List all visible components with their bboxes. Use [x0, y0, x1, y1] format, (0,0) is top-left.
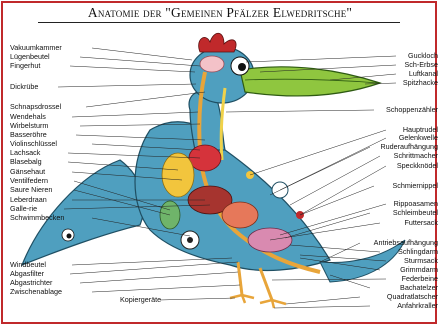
label-schnapsdrossel: Schnapsdrossel	[10, 103, 61, 111]
label-sch-erbse: Sch-Erbse	[404, 61, 438, 69]
label-spitzhacke: Spitzhacke	[403, 79, 438, 87]
wing-eye-pupil	[67, 234, 72, 239]
label-fingerhut: Fingerhut	[10, 62, 40, 70]
label-federbeine: Federbeine	[402, 275, 438, 283]
label-galle-rie: Galle-rie	[10, 205, 37, 213]
label-basseroehre: Basseröhre	[10, 131, 47, 139]
label-quadratlatscher: Quadratlatscher	[387, 293, 438, 301]
label-kopiergeraete: Kopiergeräte	[120, 296, 161, 304]
lung-organ	[162, 153, 194, 197]
label-rippoasamen: Rippoasamen	[394, 200, 438, 208]
body-shape	[135, 122, 330, 271]
label-schwimmbecken: Schwimmbecken	[10, 214, 64, 222]
label-gaensehaut: Gänsehaut	[10, 168, 45, 176]
label-vakuumkammer: Vakuumkammer	[10, 44, 62, 52]
label-blasebalg: Blasebalg	[10, 158, 42, 166]
label-grimmdarm: Grimmdarm	[400, 266, 438, 274]
label-wirbelsturm: Wirbelsturm	[10, 122, 48, 130]
label-saure-nieren: Saure Nieren	[10, 186, 52, 194]
label-sturmsack: Sturmsack	[404, 257, 438, 265]
label-windbeutel: Windbeutel	[10, 261, 46, 269]
label-ventilfedern: Ventilfedern	[10, 177, 48, 185]
label-guckloch: Guckloch	[408, 52, 438, 60]
foot-left	[230, 295, 254, 303]
label-zwischenablage: Zwischenablage	[10, 288, 62, 296]
label-schoppenzaehler: Schoppenzähler	[386, 106, 438, 114]
label-wendehals: Wendehals	[10, 113, 46, 121]
label-antriebsaufhaengung: Antriebsaufhängung	[374, 239, 438, 247]
label-leberdraan: Leberdraan	[10, 196, 47, 204]
label-schlingdarm: Schlingdarm	[398, 248, 438, 256]
leg-right	[260, 268, 272, 300]
label-schrittmacher: Schrittmacher	[394, 152, 438, 160]
stomach-organ	[222, 202, 258, 228]
label-speckknoedel: Speckknödel	[397, 162, 438, 170]
label-ruderaufhaengung: Ruderaufhängung	[380, 143, 438, 151]
label-bachatelzer: Bachatelzer	[400, 284, 438, 292]
crest-shape	[199, 33, 236, 52]
label-schmiernippel: Schmiernippel	[392, 182, 438, 190]
brain-shape	[200, 56, 224, 72]
label-abgastrichter: Abgastrichter	[10, 279, 52, 287]
label-luegenbeutel: Lügenbeutel	[10, 53, 50, 61]
label-violinschluessel: Violinschlüssel	[10, 140, 57, 148]
label-futtersack: Futtersack	[404, 219, 438, 227]
eye-pupil	[238, 63, 246, 71]
foot-right	[260, 300, 286, 308]
label-dickruebe: Dickrübe	[10, 83, 38, 91]
gear-hub	[187, 237, 193, 243]
label-anfahrkraller: Anfahrkraller	[397, 302, 438, 310]
label-schleimbeutel: Schleimbeutel	[393, 209, 438, 217]
label-lachsack: Lachsack	[10, 149, 40, 157]
label-luftkanal: Luftkanal	[409, 70, 438, 78]
label-abgasfilter: Abgasfilter	[10, 270, 44, 278]
label-gelenkwelle: Gelenkwelle	[399, 134, 438, 142]
